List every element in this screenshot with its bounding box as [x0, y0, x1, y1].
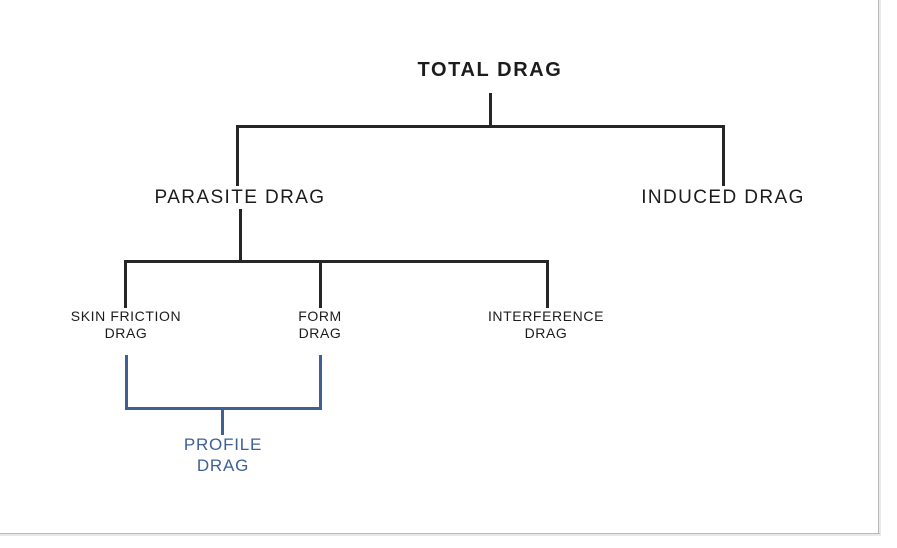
page-edge-right — [878, 0, 879, 534]
node-skin-friction-drag: SKIN FRICTION DRAG — [50, 308, 202, 343]
connector-drop-parasite — [236, 125, 239, 187]
page-edge-bottom — [0, 533, 880, 534]
node-form-drag-label-line2: DRAG — [270, 325, 370, 343]
node-skin-friction-drag-label-line1: SKIN FRICTION — [50, 308, 202, 326]
node-profile-drag-label-line2: DRAG — [147, 455, 299, 477]
node-induced-drag: INDUCED DRAG — [627, 186, 819, 210]
node-profile-drag-label-line1: PROFILE — [147, 435, 299, 456]
node-form-drag-label-line1: FORM — [270, 308, 370, 326]
node-interference-drag-label-line2: DRAG — [470, 325, 622, 343]
node-induced-drag-label: INDUCED DRAG — [627, 186, 819, 210]
node-form-drag: FORM DRAG — [270, 308, 370, 343]
connector-level2-bracket — [236, 125, 725, 128]
connector-blue-from-form — [319, 355, 322, 410]
page-edge-bottom-shadow — [0, 534, 881, 536]
node-skin-friction-drag-label-line2: DRAG — [50, 325, 202, 343]
connector-parasite-stem — [239, 209, 242, 262]
node-parasite-drag: PARASITE DRAG — [140, 186, 340, 210]
connector-drop-interference — [546, 260, 549, 308]
connector-drop-form — [319, 260, 322, 308]
connector-blue-from-skin-friction — [125, 355, 128, 410]
connector-blue-to-profile — [221, 407, 224, 435]
node-profile-drag: PROFILE DRAG — [147, 435, 299, 477]
node-total-drag-label: TOTAL DRAG — [390, 58, 590, 83]
page-edge-right-shadow — [879, 0, 881, 536]
node-interference-drag-label-line1: INTERFERENCE — [470, 308, 622, 326]
connector-drop-induced — [722, 125, 725, 187]
node-interference-drag: INTERFERENCE DRAG — [470, 308, 622, 343]
node-parasite-drag-label: PARASITE DRAG — [140, 186, 340, 210]
connector-root-stem — [489, 93, 492, 127]
connector-drop-skin-friction — [124, 260, 127, 308]
connector-level3-bracket — [124, 260, 549, 263]
node-total-drag: TOTAL DRAG — [390, 58, 590, 83]
